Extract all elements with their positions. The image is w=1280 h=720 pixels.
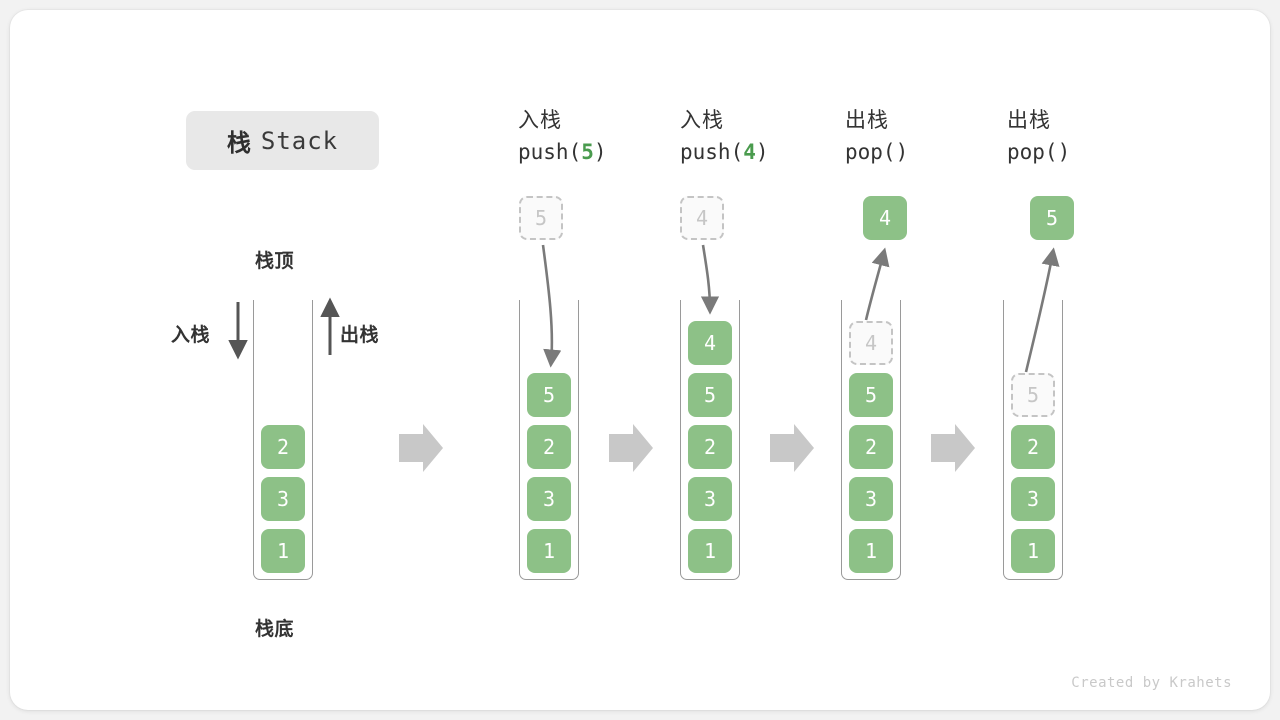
stack-cell: 3 (527, 477, 571, 521)
stack-cell: 2 (261, 425, 305, 469)
column-head-cn: 入栈 (680, 109, 724, 132)
column-head-code: push(5) (518, 140, 607, 164)
stack-cell: 3 (849, 477, 893, 521)
column-head-code: pop() (845, 140, 909, 164)
column-head-cn: 出栈 (845, 109, 889, 132)
stack-cell: 5 (688, 373, 732, 417)
pop-side-label: 出栈 (340, 325, 380, 346)
stack-cell: 1 (527, 529, 571, 573)
popped-result-cell: 5 (1030, 196, 1074, 240)
column-head-pop-4: 出栈 pop() (845, 106, 1015, 168)
stack-top-label: 栈顶 (255, 251, 295, 272)
diagram-title-chip: 栈 Stack (186, 111, 379, 170)
incoming-ghost-cell: 4 (680, 196, 724, 240)
column-head-push-5: 入栈 push(5) (518, 106, 688, 168)
column-head-cn: 出栈 (1007, 109, 1051, 132)
stack-cell: 1 (688, 529, 732, 573)
title-english: Stack (260, 126, 339, 155)
stack-cell: 1 (261, 529, 305, 573)
stack-cell: 2 (688, 425, 732, 469)
column-head-code: push(4) (680, 140, 769, 164)
stack-cell: 5 (527, 373, 571, 417)
stack-cell: 3 (688, 477, 732, 521)
incoming-ghost-cell: 5 (519, 196, 563, 240)
stack-bottom-label: 栈底 (255, 619, 295, 640)
push-side-label: 入栈 (171, 325, 211, 346)
stack-cell: 1 (1011, 529, 1055, 573)
stack-cell: 1 (849, 529, 893, 573)
outgoing-ghost-cell: 5 (1011, 373, 1055, 417)
popped-result-cell: 4 (863, 196, 907, 240)
stack-cell: 2 (1011, 425, 1055, 469)
stack-cell: 2 (527, 425, 571, 469)
column-head-push-4: 入栈 push(4) (680, 106, 850, 168)
title-chinese: 栈 (226, 130, 252, 157)
stack-cell: 5 (849, 373, 893, 417)
stack-cell: 2 (849, 425, 893, 469)
stack-cell: 4 (688, 321, 732, 365)
footer-credit: Created by Krahets (1071, 675, 1232, 691)
stack-container (841, 300, 901, 580)
outgoing-ghost-cell: 4 (849, 321, 893, 365)
column-head-code: pop() (1007, 140, 1071, 164)
stack-container (680, 300, 740, 580)
column-head-cn: 入栈 (518, 109, 562, 132)
stack-container (253, 300, 313, 580)
stack-cell: 3 (1011, 477, 1055, 521)
stack-container (1003, 300, 1063, 580)
stack-container (519, 300, 579, 580)
column-head-pop-5: 出栈 pop() (1007, 106, 1177, 168)
stack-cell: 3 (261, 477, 305, 521)
